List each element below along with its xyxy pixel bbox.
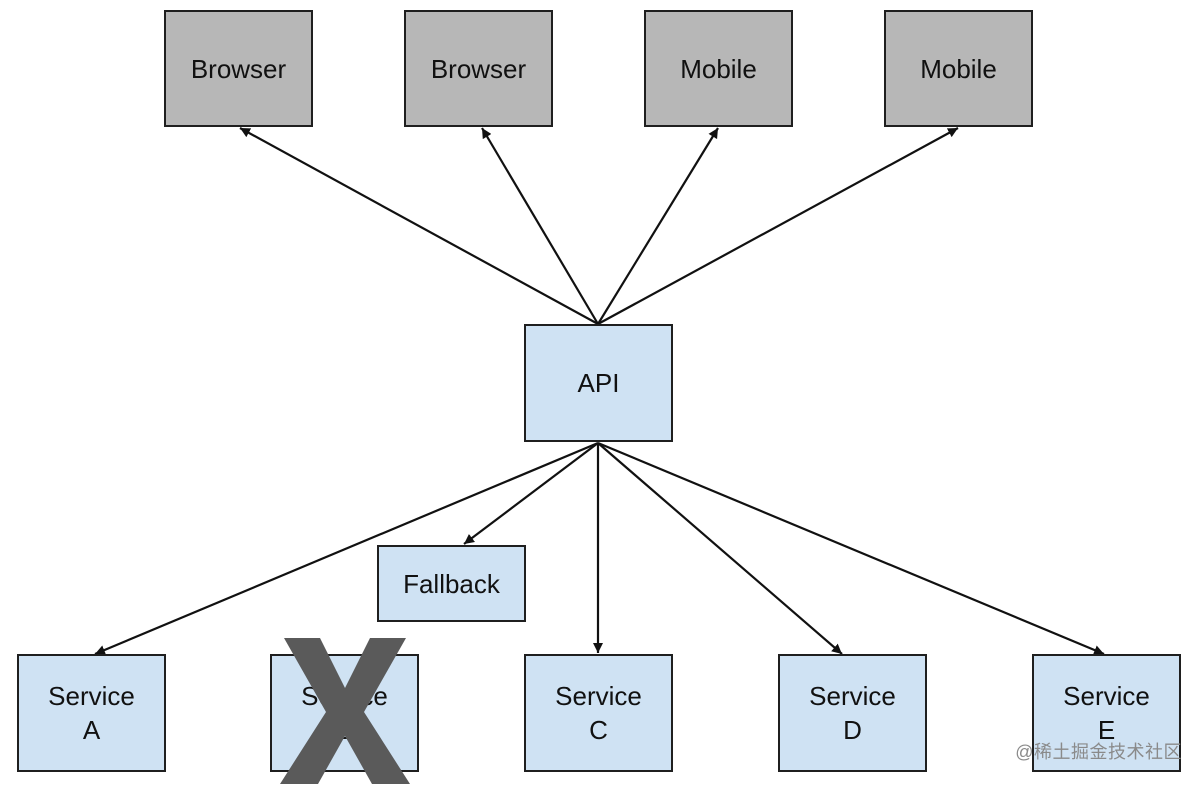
client-label: Mobile: [920, 53, 997, 84]
service-name: Service: [809, 681, 896, 711]
watermark-text: @稀土掘金技术社区: [1015, 742, 1182, 762]
edge-api-to-client-3: [597, 127, 719, 325]
api-gateway-box: API: [524, 324, 673, 442]
service-letter: D: [843, 715, 862, 745]
service-box-a: Service A: [17, 654, 166, 772]
service-box-e: Service E: [1032, 654, 1181, 772]
edge-api-to-service-e: [597, 441, 1105, 656]
client-label: Browser: [430, 53, 527, 84]
fallback-label: Fallback: [403, 568, 500, 599]
client-box-browser-2: Browser: [404, 10, 553, 127]
client-box-mobile-1: Mobile: [644, 10, 793, 127]
edge-api-to-client-1: [239, 127, 599, 325]
service-name: Service: [555, 681, 642, 711]
edge-api-to-client-4: [597, 127, 959, 325]
service-letter: C: [589, 715, 608, 745]
service-letter: E: [1097, 715, 1116, 745]
fallback-box: Fallback: [377, 545, 526, 622]
client-label: Browser: [190, 53, 287, 84]
edge-api-to-client-2: [481, 127, 599, 325]
edge-api-to-service-d: [597, 442, 843, 655]
service-name: Service: [48, 681, 135, 711]
service-letter: A: [82, 715, 101, 745]
edge-api-to-fallback: [463, 442, 599, 545]
service-box-d: Service D: [778, 654, 927, 772]
api-label: API: [577, 368, 620, 398]
x-cross-icon: [280, 638, 410, 784]
client-box-mobile-2: Mobile: [884, 10, 1033, 127]
client-label: Mobile: [680, 53, 757, 84]
service-name: Service: [1063, 681, 1150, 711]
edge-api-to-service-a: [94, 441, 599, 656]
service-box-c: Service C: [524, 654, 673, 772]
client-box-browser-1: Browser: [164, 10, 313, 127]
